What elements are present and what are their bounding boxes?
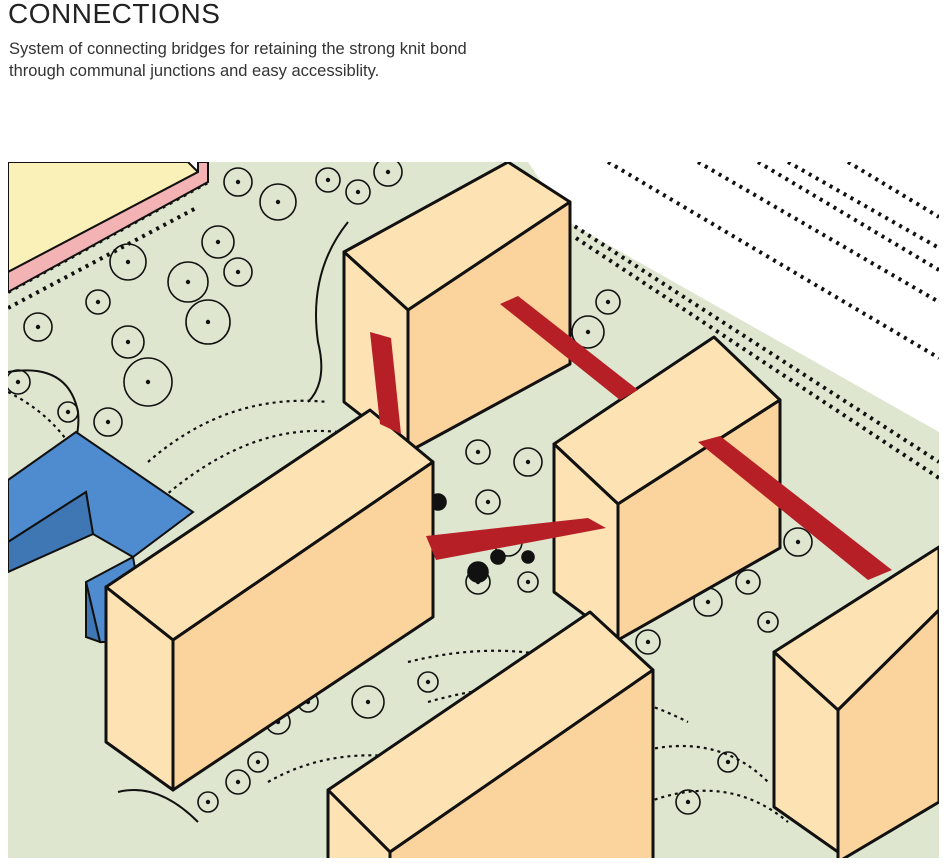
tree-trunk-dot — [107, 421, 110, 424]
tree-trunk-dot — [767, 621, 770, 624]
tree-trunk-dot — [237, 781, 240, 784]
tree-trunk-dot — [797, 541, 800, 544]
tree-trunk-dot — [207, 321, 210, 324]
tree-trunk-dot — [237, 181, 240, 184]
shrub — [491, 550, 505, 564]
tree-trunk-dot — [127, 261, 130, 264]
tree-trunk-dot — [67, 411, 70, 414]
tree-trunk-dot — [487, 501, 490, 504]
tree-trunk-dot — [327, 179, 330, 182]
tree-trunk-dot — [747, 581, 750, 584]
connections-diagram — [8, 162, 939, 858]
tree-trunk-dot — [427, 681, 430, 684]
tree-trunk-dot — [207, 801, 210, 804]
shrub — [468, 562, 488, 582]
tree-trunk-dot — [127, 341, 130, 344]
tree-trunk-dot — [367, 701, 370, 704]
shrub — [522, 551, 534, 563]
tree-trunk-dot — [187, 281, 190, 284]
tree-trunk-dot — [707, 601, 710, 604]
tree-trunk-dot — [97, 301, 100, 304]
tree-trunk-dot — [527, 461, 530, 464]
tree-trunk-dot — [687, 801, 690, 804]
page-title: CONNECTIONS — [8, 0, 220, 34]
tree-trunk-dot — [37, 326, 40, 329]
tree-trunk-dot — [147, 381, 150, 384]
tree-trunk-dot — [277, 201, 280, 204]
tree-trunk-dot — [527, 581, 530, 584]
tree-trunk-dot — [17, 381, 20, 384]
tree-trunk-dot — [237, 271, 240, 274]
tree-trunk-dot — [217, 241, 220, 244]
tree-trunk-dot — [647, 641, 650, 644]
tree-trunk-dot — [357, 191, 360, 194]
tree-trunk-dot — [587, 331, 590, 334]
tree-trunk-dot — [257, 761, 260, 764]
tree-trunk-dot — [477, 451, 480, 454]
tree-trunk-dot — [607, 301, 610, 304]
tree-trunk-dot — [387, 171, 390, 174]
description-text: System of connecting bridges for retaini… — [9, 38, 479, 82]
tree-trunk-dot — [727, 761, 730, 764]
